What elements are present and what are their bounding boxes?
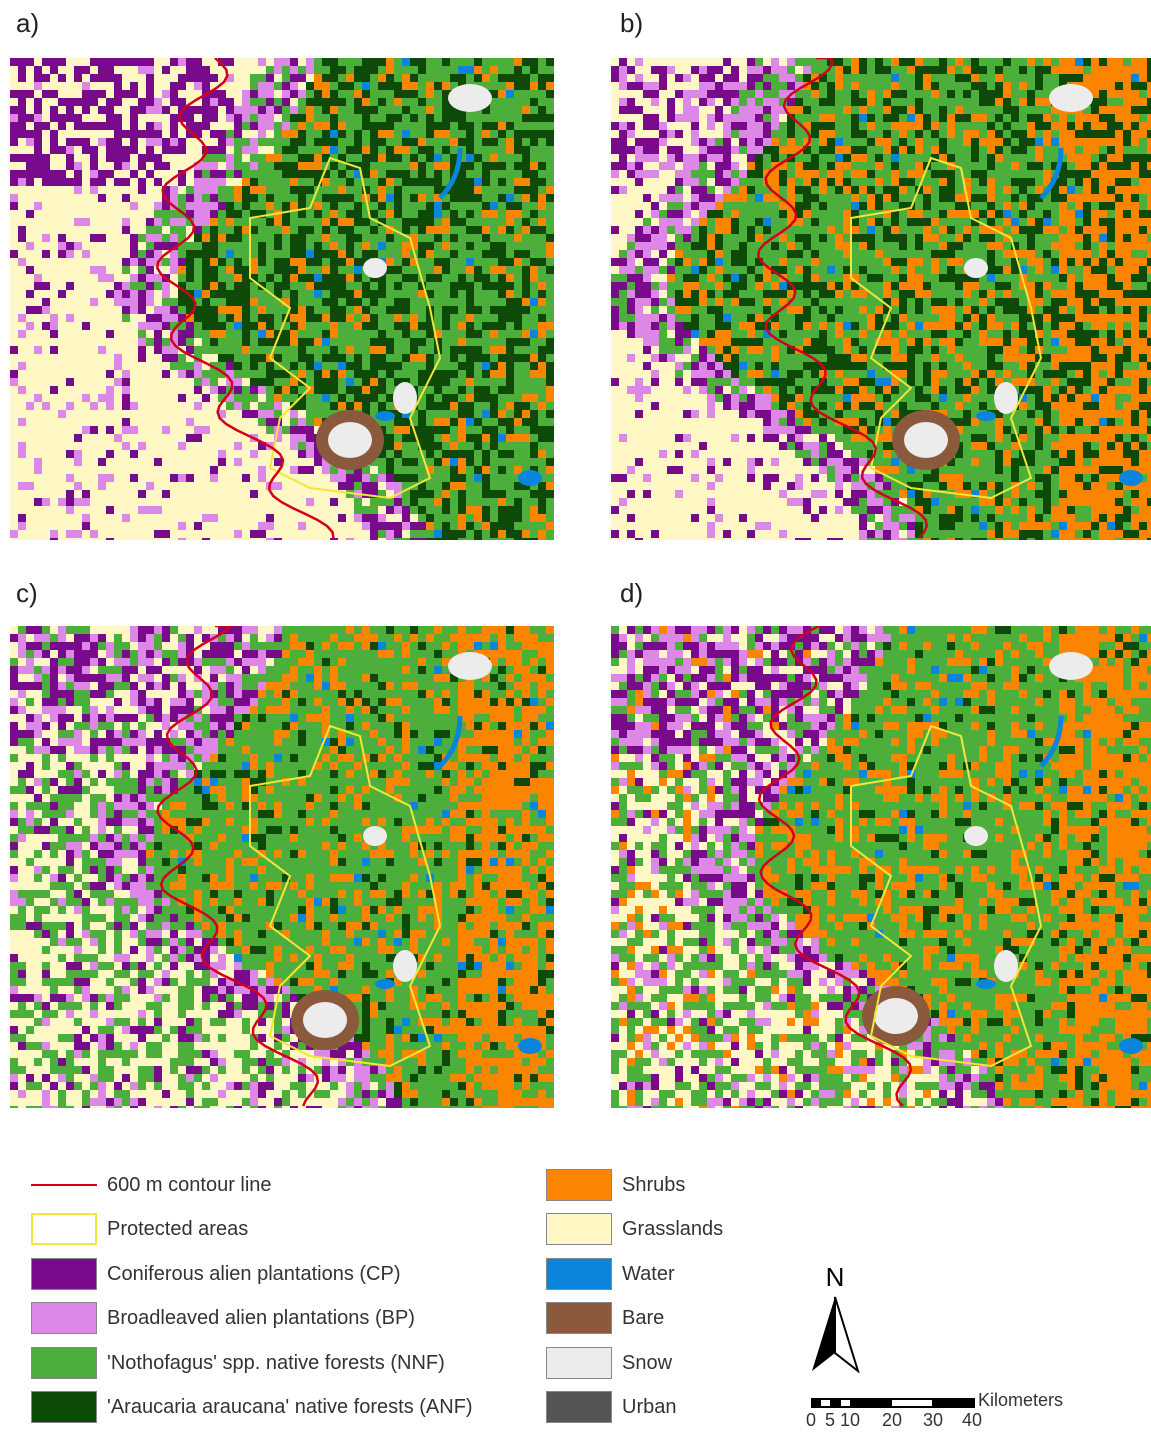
legend-swatch-nnf bbox=[31, 1347, 97, 1379]
panel-label-d: d) bbox=[620, 578, 644, 608]
legend-item-grasslands: Grasslands bbox=[546, 1213, 723, 1245]
legend-label-grasslands: Grasslands bbox=[622, 1217, 724, 1240]
map-panel-a bbox=[10, 58, 554, 540]
scale-tick-30: 30 bbox=[923, 1410, 944, 1430]
legend-swatch-urban bbox=[546, 1391, 612, 1423]
legend-item-protected: Protected areas bbox=[31, 1213, 248, 1245]
map-panel-d bbox=[611, 626, 1151, 1108]
legend-item-anf: 'Araucaria araucana' native forests (ANF… bbox=[31, 1391, 473, 1423]
north-arrow: N bbox=[808, 1262, 862, 1378]
legend-label-water: Water bbox=[622, 1262, 675, 1285]
legend-label-contour: 600 m contour line bbox=[107, 1173, 272, 1196]
legend-item-bare: Bare bbox=[546, 1302, 664, 1334]
scale-tick-5: 5 bbox=[825, 1410, 836, 1430]
legend-label-protected: Protected areas bbox=[107, 1217, 249, 1240]
scale-unit-label: Kilometers bbox=[978, 1390, 1064, 1410]
legend-label-anf: 'Araucaria araucana' native forests (ANF… bbox=[107, 1395, 473, 1418]
map-panel-b bbox=[611, 58, 1151, 540]
scale-tick-10: 10 bbox=[840, 1410, 861, 1430]
legend-label-snow: Snow bbox=[622, 1351, 673, 1374]
scale-bar: Kilometers 0 5 10 20 30 40 bbox=[806, 1390, 1063, 1430]
legend-item-cp: Coniferous alien plantations (CP) bbox=[31, 1258, 401, 1290]
legend-swatch-protected bbox=[31, 1213, 97, 1245]
scale-bar-graphic bbox=[811, 1398, 975, 1408]
legend-swatch-grasslands bbox=[546, 1213, 612, 1245]
legend-item-shrubs: Shrubs bbox=[546, 1169, 685, 1201]
scale-tick-0: 0 bbox=[806, 1410, 817, 1430]
panel-label-b: b) bbox=[620, 8, 644, 38]
map-panel-c bbox=[10, 626, 554, 1108]
panel-label-a: a) bbox=[16, 8, 40, 38]
legend-swatch-anf bbox=[31, 1391, 97, 1423]
legend-item-urban: Urban bbox=[546, 1391, 676, 1423]
legend-swatch-water bbox=[546, 1258, 612, 1290]
north-arrow-icon bbox=[812, 1296, 860, 1374]
legend-item-water: Water bbox=[546, 1258, 675, 1290]
legend-label-nnf: 'Nothofagus' spp. native forests (NNF) bbox=[107, 1351, 445, 1374]
legend-label-cp: Coniferous alien plantations (CP) bbox=[107, 1262, 401, 1285]
legend-label-bare: Bare bbox=[622, 1306, 665, 1329]
legend-swatch-cp bbox=[31, 1258, 97, 1290]
legend-item-bp: Broadleaved alien plantations (BP) bbox=[31, 1302, 415, 1334]
legend-swatch-bp bbox=[31, 1302, 97, 1334]
legend-label-urban: Urban bbox=[622, 1395, 677, 1418]
legend-swatch-shrubs bbox=[546, 1169, 612, 1201]
legend-item-contour: 600 m contour line bbox=[31, 1169, 272, 1201]
legend-swatch-contour bbox=[31, 1169, 97, 1201]
scale-tick-40: 40 bbox=[962, 1410, 983, 1430]
north-letter: N bbox=[825, 1262, 845, 1292]
legend-label-bp: Broadleaved alien plantations (BP) bbox=[107, 1306, 415, 1329]
legend-label-shrubs: Shrubs bbox=[622, 1173, 686, 1196]
legend-swatch-bare bbox=[546, 1302, 612, 1334]
legend-item-nnf: 'Nothofagus' spp. native forests (NNF) bbox=[31, 1347, 445, 1379]
scale-tick-20: 20 bbox=[882, 1410, 903, 1430]
panel-label-c: c) bbox=[16, 578, 38, 608]
legend-swatch-snow bbox=[546, 1347, 612, 1379]
legend-item-snow: Snow bbox=[546, 1347, 672, 1379]
